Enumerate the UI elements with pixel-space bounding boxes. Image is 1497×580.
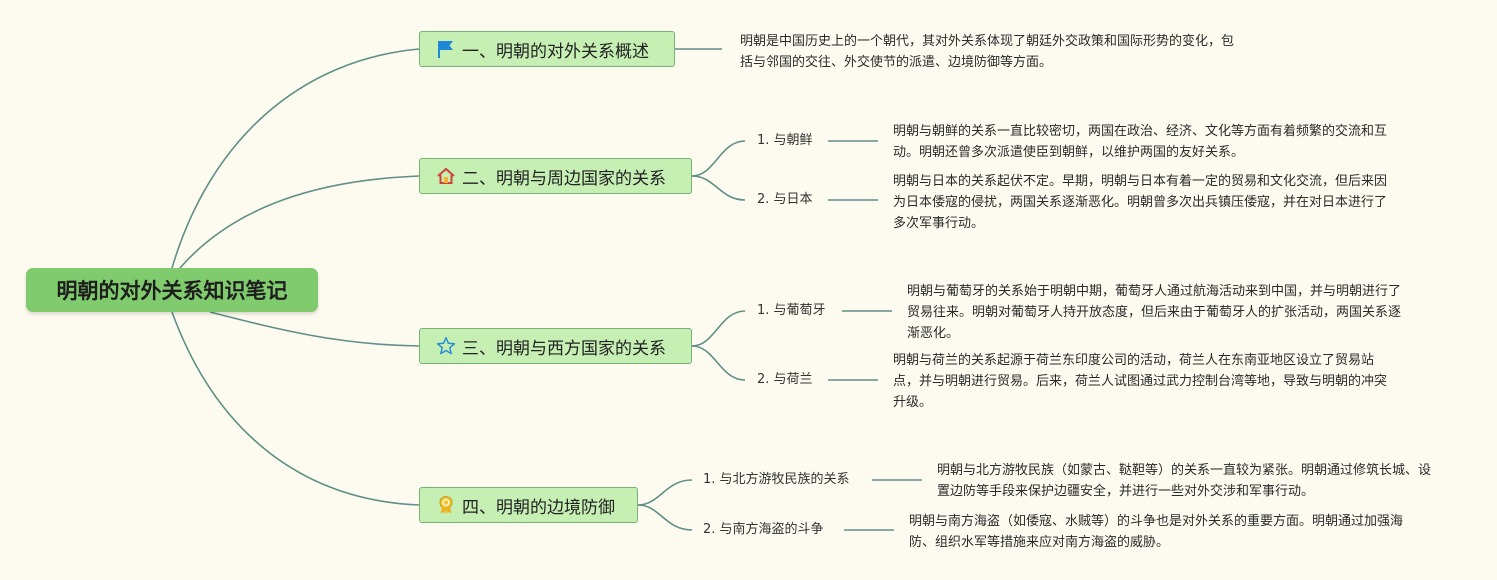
subtopic-korea[interactable]: 1. 与朝鲜 <box>757 133 813 148</box>
subtopic-japan[interactable]: 2. 与日本 <box>757 192 813 207</box>
link-root-branch3 <box>209 311 420 347</box>
link-root-branch1 <box>171 48 420 269</box>
branch-title: 一、明朝的对外关系概述 <box>462 41 649 62</box>
link-branch4-child2 <box>637 504 693 531</box>
subtopic-pirates-desc: 明朝与南方海盗（如倭寇、水贼等）的斗争也是对外关系的重要方面。明朝通过加强海防、… <box>909 514 1404 550</box>
link-branch3-child2 <box>691 345 746 381</box>
branch-title: 四、明朝的边境防御 <box>462 497 615 518</box>
subtopic-portugal[interactable]: 1. 与葡萄牙 <box>757 303 826 318</box>
root-title: 明朝的对外关系知识笔记 <box>56 279 288 303</box>
house-icon <box>436 166 456 186</box>
subtopic-japan-desc: 明朝与日本的关系起伏不定。早期，明朝与日本有着一定的贸易和文化交流，但后来因为日… <box>893 174 1388 231</box>
subtopic-nomads-desc: 明朝与北方游牧民族（如蒙古、鞑靼等）的关系一直较为紧张。明朝通过修筑长城、设置边… <box>937 463 1432 499</box>
root-topic[interactable]: 明朝的对外关系知识笔记 <box>26 268 318 312</box>
link-root-branch2 <box>179 175 420 269</box>
link-branch2-child1 <box>691 140 746 177</box>
subtopic-pirates[interactable]: 2. 与南方海盗的斗争 <box>703 522 824 537</box>
branch-title: 二、明朝与周边国家的关系 <box>462 168 666 189</box>
subtopic-korea-desc: 明朝与朝鲜的关系一直比较密切，两国在政治、经济、文化等方面有着频繁的交流和互动。… <box>893 124 1388 160</box>
branch-border-defense[interactable]: 四、明朝的边境防御 <box>419 487 638 523</box>
subtopic-nomads[interactable]: 1. 与北方游牧民族的关系 <box>703 472 850 487</box>
branch-overview[interactable]: 一、明朝的对外关系概述 <box>419 31 675 67</box>
link-branch3-child1 <box>691 310 746 347</box>
branch-overview-desc: 明朝是中国历史上的一个朝代，其对外关系体现了朝廷外交政策和国际形势的变化，包括与… <box>740 34 1235 70</box>
branch-neighbors[interactable]: 二、明朝与周边国家的关系 <box>419 158 692 194</box>
subtopic-netherlands[interactable]: 2. 与荷兰 <box>757 372 813 387</box>
award-icon <box>436 495 456 515</box>
branch-title: 三、明朝与西方国家的关系 <box>462 338 666 359</box>
branch-west[interactable]: 三、明朝与西方国家的关系 <box>419 328 692 364</box>
flag-icon <box>436 39 456 59</box>
link-root-branch4 <box>171 311 420 506</box>
star-icon <box>436 336 456 356</box>
link-branch4-child1 <box>637 479 693 506</box>
subtopic-portugal-desc: 明朝与葡萄牙的关系始于明朝中期，葡萄牙人通过航海活动来到中国，并与明朝进行了贸易… <box>907 284 1402 341</box>
subtopic-netherlands-desc: 明朝与荷兰的关系起源于荷兰东印度公司的活动，荷兰人在东南亚地区设立了贸易站点，并… <box>893 353 1388 410</box>
link-branch2-child2 <box>691 175 746 201</box>
